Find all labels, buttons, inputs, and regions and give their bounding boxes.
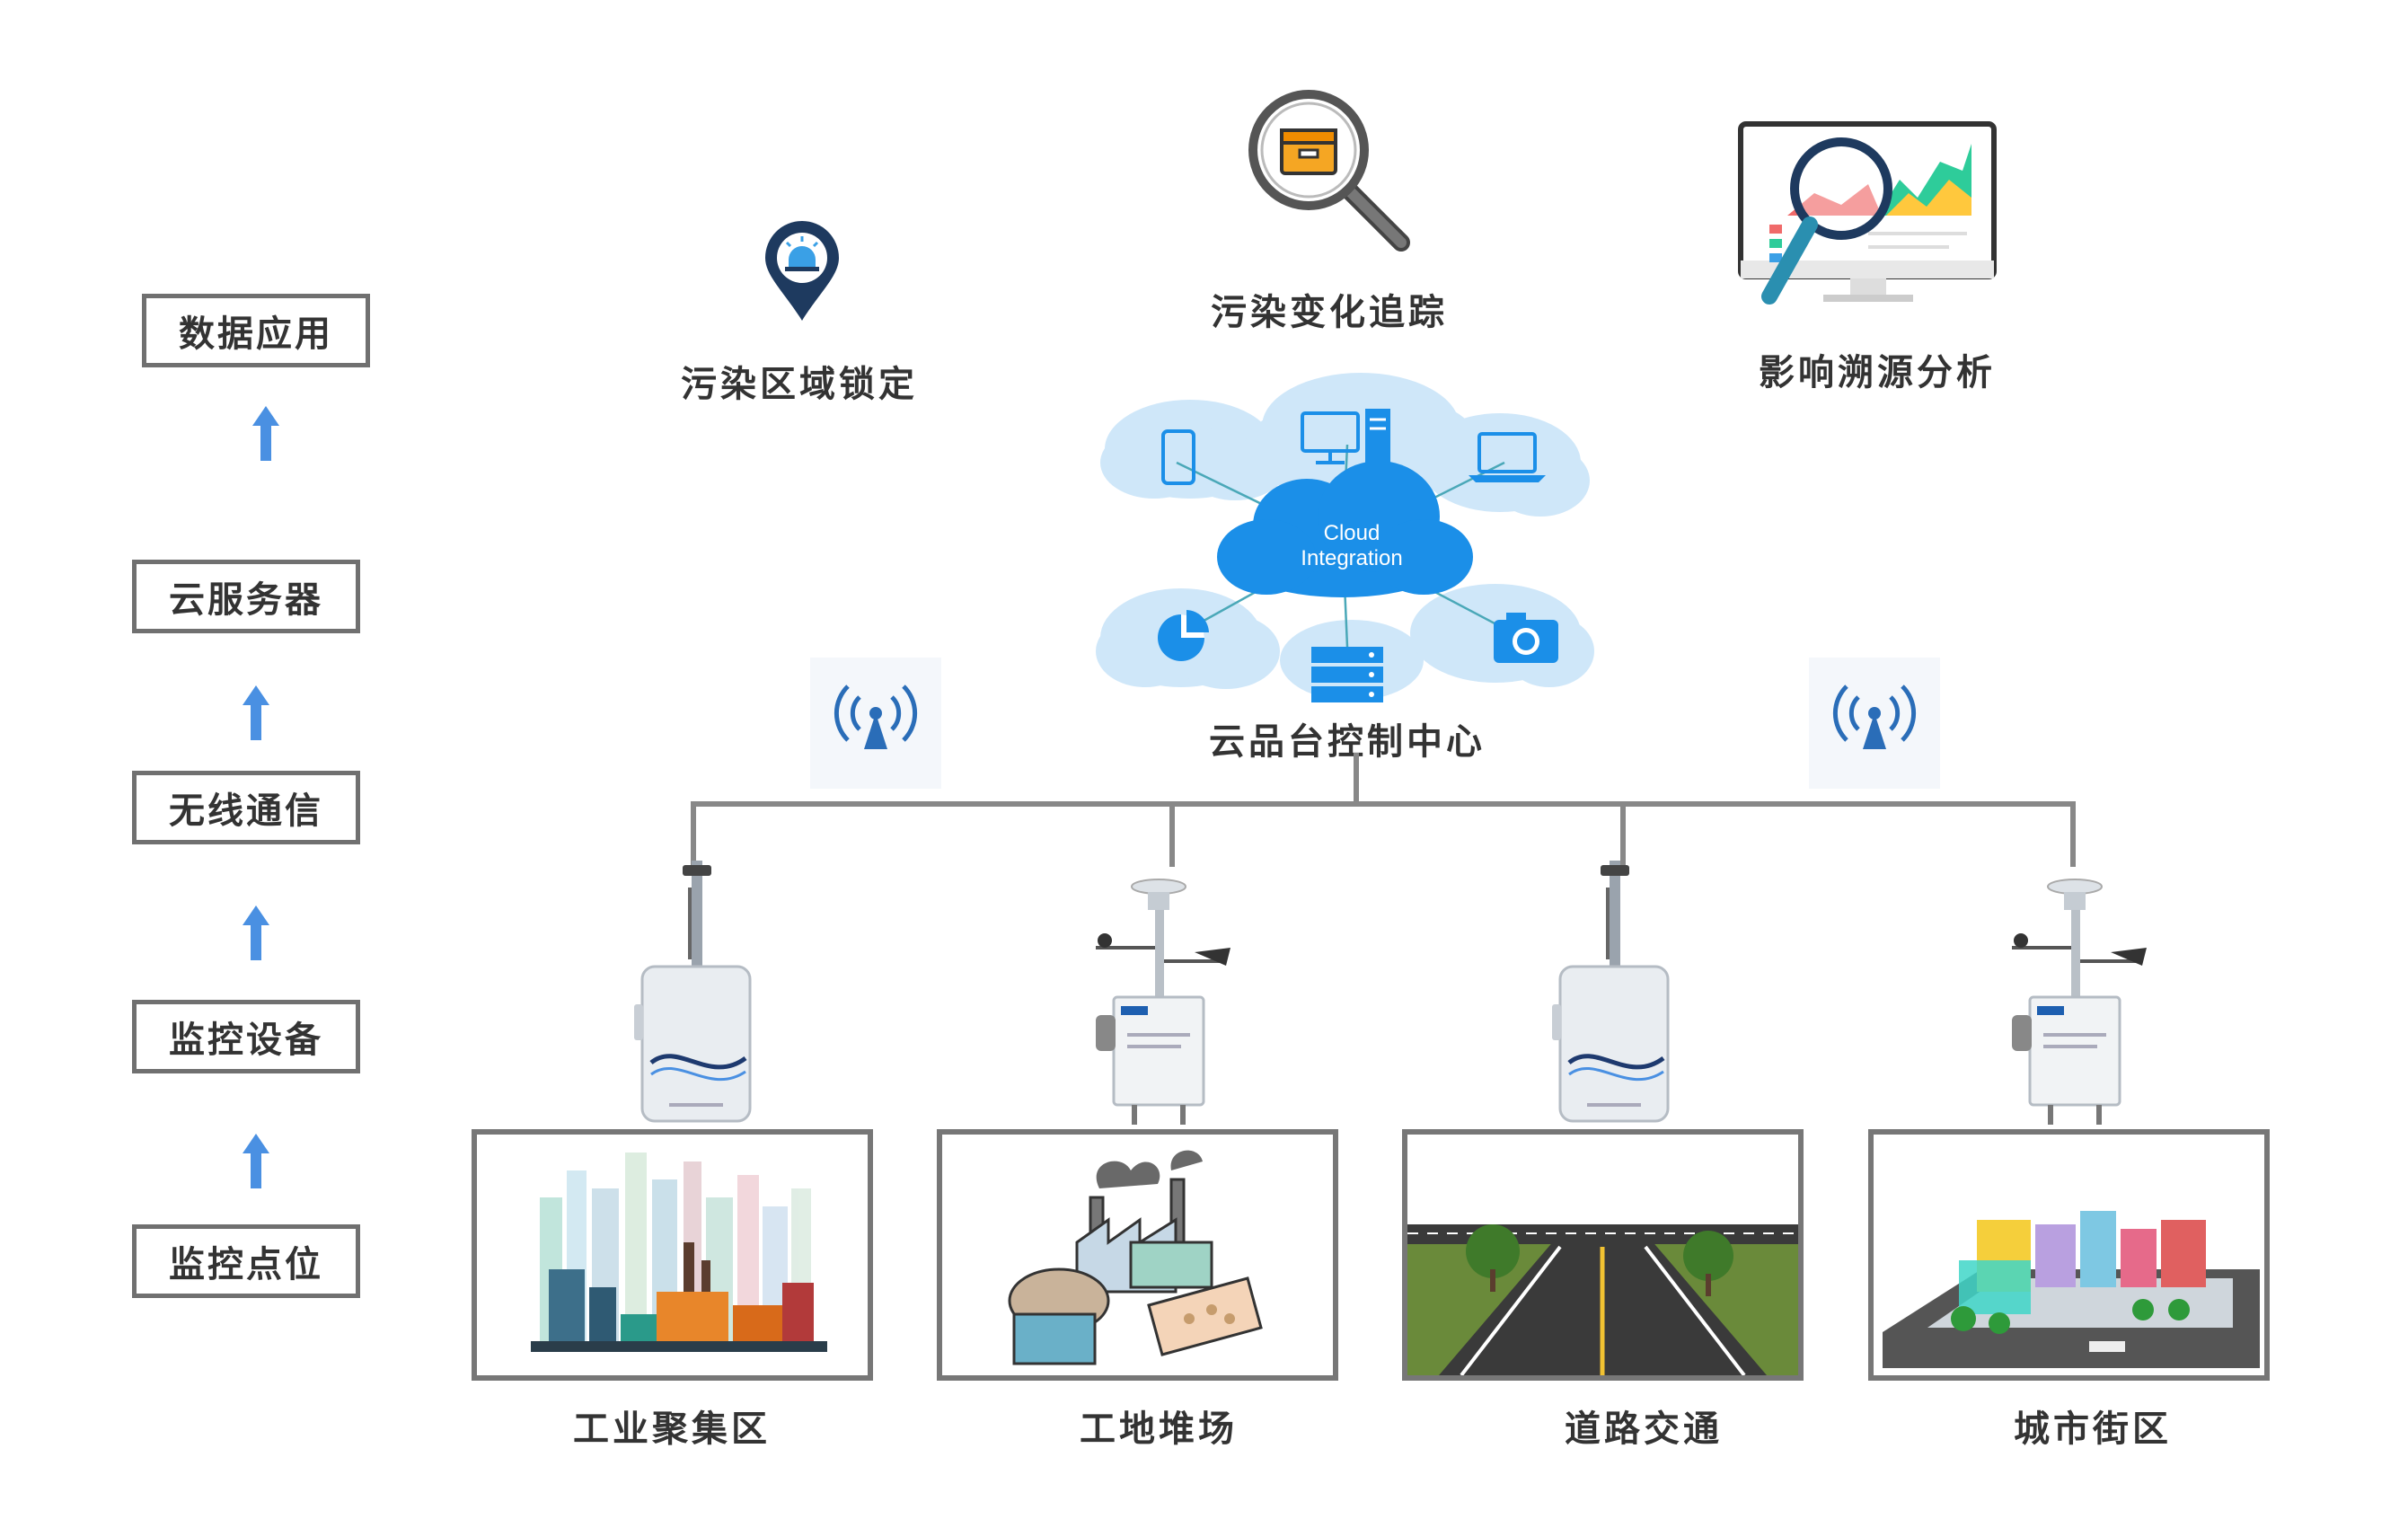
layer-wireless: 无线通信 [132,771,360,844]
layer-cloud-server: 云服务器 [132,560,360,633]
layer-data-application: 数据应用 [142,294,370,367]
wireless-antenna-icon [810,658,941,789]
app-label: 污染区域锁定 [681,364,918,405]
cloud-title: Cloud Integration [1239,521,1464,571]
monitor-chart-search-icon [1733,117,2003,323]
layer-label: 云服务器 [169,579,323,621]
layer-label: 无线通信 [169,790,323,832]
box-monitor-device [1547,861,1681,1126]
layer-label: 监控设备 [169,1020,323,1061]
cloud-title-line1: Cloud [1323,521,1380,545]
cloud-integration-diagram [1091,364,1594,714]
weather-station-device [1994,876,2165,1127]
scene-industrial-zone [472,1129,873,1381]
site-label: 城市街区 [2014,1409,2172,1450]
scene-city-block [1868,1129,2270,1381]
site-label: 工业聚集区 [573,1409,771,1450]
box-monitor-device [629,861,763,1126]
layer-monitoring-device: 监控设备 [132,1000,360,1073]
scene-road-traffic [1402,1129,1804,1381]
cloud-caption: 云品台控制中心 [1209,721,1486,763]
connector-lines [691,753,2076,867]
app-label: 影响溯源分析 [1759,352,1996,393]
wireless-antenna-icon [1809,658,1940,789]
app-label: 污染变化追踪 [1211,292,1448,333]
magnifier-box-icon [1244,85,1415,256]
layer-label: 数据应用 [179,314,333,355]
scene-construction-site [937,1129,1338,1381]
layer-label: 监控点位 [169,1244,323,1285]
site-label: 道路交通 [1565,1409,1723,1450]
layer-monitoring-point: 监控点位 [132,1224,360,1298]
weather-station-device [1078,876,1248,1127]
location-pin-icon [762,220,842,323]
cloud-title-line2: Integration [1301,546,1403,570]
site-label: 工地堆场 [1080,1409,1238,1450]
